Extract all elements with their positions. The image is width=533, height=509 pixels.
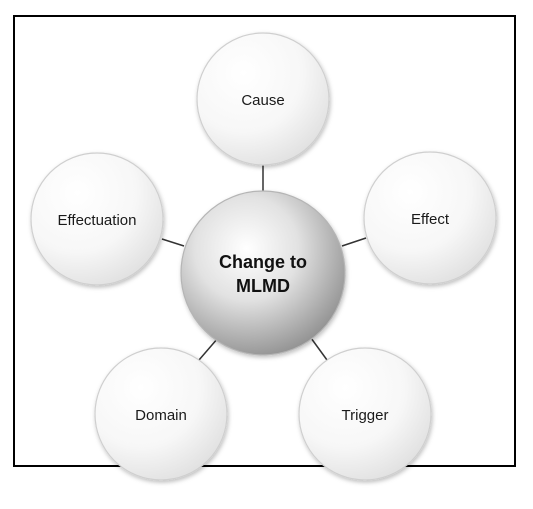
connector-effectuation (161, 238, 185, 247)
center-label-line2: MLMD (236, 276, 290, 296)
node-domain: Domain (94, 347, 228, 481)
connector-effect (341, 237, 367, 247)
center-label-line1: Change to (219, 252, 307, 272)
node-effectuation-circle (30, 152, 164, 286)
node-effect-label: Effect (411, 211, 450, 228)
center-circle (180, 190, 346, 356)
center-node: Change to MLMD (180, 190, 346, 356)
node-trigger-circle (298, 347, 432, 481)
connector-domain (198, 337, 219, 361)
node-effect: Effect (363, 151, 497, 285)
node-effect-circle (363, 151, 497, 285)
node-cause-circle (196, 32, 330, 166)
node-trigger-label: Trigger (342, 407, 389, 424)
node-effectuation: Effectuation (30, 152, 164, 286)
node-cause-label: Cause (241, 92, 284, 109)
node-domain-label: Domain (135, 407, 187, 424)
connector-trigger (310, 337, 328, 361)
node-trigger: Trigger (298, 347, 432, 481)
node-domain-circle (94, 347, 228, 481)
node-effectuation-label: Effectuation (58, 212, 137, 229)
node-cause: Cause (196, 32, 330, 166)
